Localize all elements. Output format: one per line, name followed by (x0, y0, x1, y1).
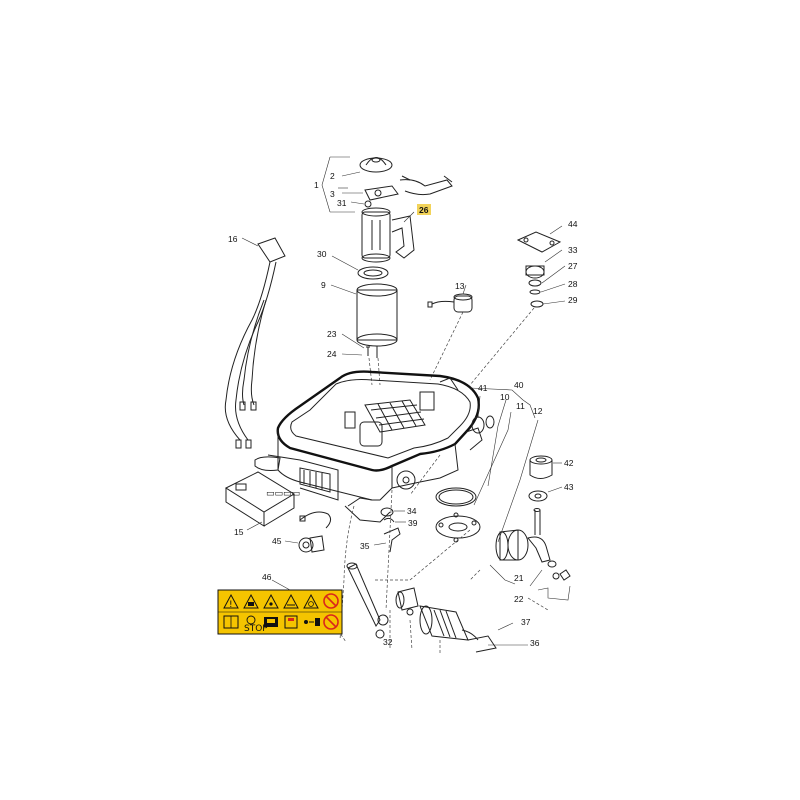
callout-28: 28 (568, 279, 578, 289)
callout-40: 40 (514, 380, 524, 390)
callout-29: 29 (568, 295, 578, 305)
callout-24: 24 (327, 349, 337, 359)
blade-hazard-icon (303, 593, 319, 609)
warning-triangle-icon: ! (223, 593, 239, 610)
callout-9: 9 (321, 280, 326, 290)
callout-33: 33 (568, 245, 578, 255)
callout-31: 31 (337, 198, 347, 208)
callout-21: 21 (514, 573, 524, 583)
callout-39: 39 (408, 518, 418, 528)
callout-32: 32 (383, 637, 393, 647)
no-riding-icon (323, 593, 339, 609)
callout-2: 2 (330, 171, 335, 181)
thrown-objects-icon (263, 593, 279, 609)
drive-motor-assembly (346, 562, 528, 653)
callout-43: 43 (564, 482, 574, 492)
right-parts-stack (469, 225, 566, 386)
read-manual-icon (243, 593, 259, 609)
callout-1: 1 (314, 180, 319, 190)
stop-text: STOP (244, 624, 268, 634)
callout-11: 11 (516, 401, 525, 411)
seal-and-cylinder (330, 255, 398, 386)
callout-23: 23 (327, 329, 337, 339)
callout-45: 45 (272, 536, 282, 546)
callout-36: 36 (530, 638, 540, 648)
stop-icon: STOP (244, 615, 268, 634)
callout-26: 26 (419, 205, 429, 215)
callout-3: 3 (330, 189, 335, 199)
lift-sensor-assembly (321, 156, 453, 263)
callout-22: 22 (514, 594, 524, 604)
keep-distance-icon (283, 593, 299, 609)
svg-text:▭▭▭▭: ▭▭▭▭ (266, 489, 300, 499)
remove-battery-icon (284, 615, 298, 629)
callout-41: 41 (478, 383, 488, 393)
small-sensor (427, 284, 473, 381)
lift-hazard-icon (264, 617, 278, 627)
callout-34: 34 (407, 506, 417, 516)
small-clips (373, 507, 406, 553)
callout-26-highlight (417, 204, 431, 215)
callout-35: 35 (360, 541, 370, 551)
callout-12: 12 (533, 406, 543, 416)
callout-labels: 1 2 3 31 26 30 9 16 13 23 24 44 33 27 28… (228, 171, 578, 648)
no-washing-icon (323, 614, 339, 630)
callout-44: 44 (568, 219, 578, 229)
callout-10: 10 (500, 392, 510, 402)
battery-and-connector: ▭▭▭▭ (224, 471, 332, 553)
callout-13: 13 (455, 281, 465, 291)
callout-30: 30 (317, 249, 327, 259)
callout-37: 37 (521, 617, 531, 627)
svg-text:!: ! (229, 600, 233, 610)
callout-16: 16 (228, 234, 238, 244)
callout-42: 42 (564, 458, 574, 468)
assembly-guide-lines (337, 454, 481, 655)
manual-book-icon (223, 615, 239, 629)
warning-label: ! STOP (217, 579, 343, 635)
wire-harness (224, 237, 286, 449)
callout-27: 27 (568, 261, 578, 271)
callout-46: 46 (262, 572, 272, 582)
inner-grid (364, 399, 426, 433)
wheel-drive-parts (435, 387, 571, 611)
callout-15: 15 (234, 527, 244, 537)
distance-icon (304, 618, 320, 626)
main-chassis (254, 370, 495, 523)
